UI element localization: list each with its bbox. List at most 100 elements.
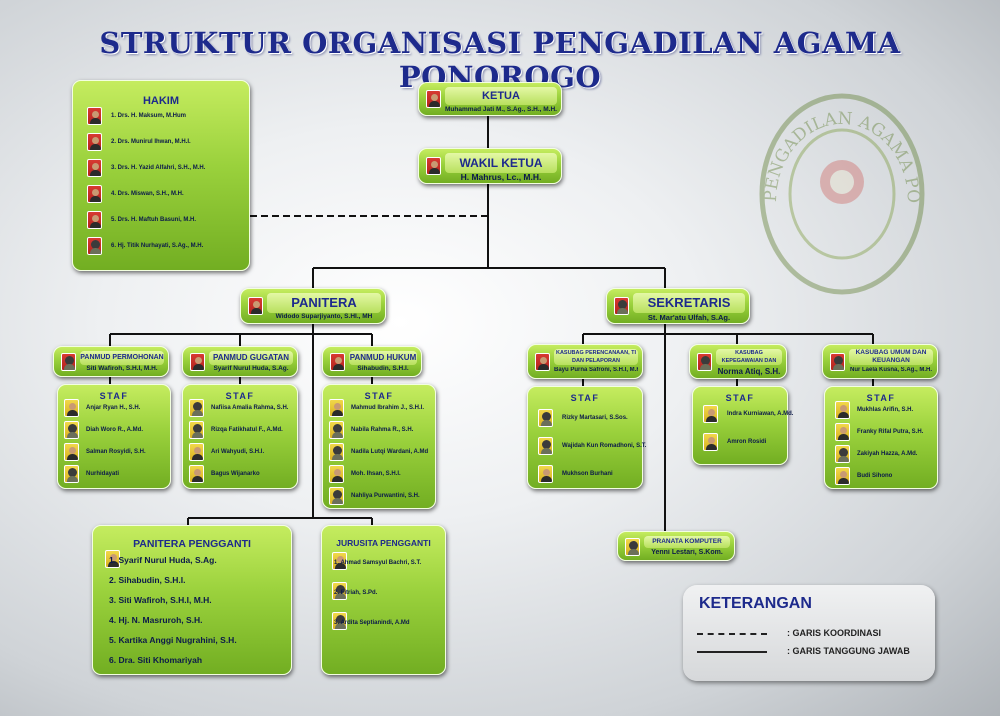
staf-photo (835, 467, 850, 485)
pp-photo (105, 550, 120, 568)
staf-member: Rizqa Fatikhatul F., A.Md. (211, 427, 283, 433)
staf-umum-box: STAF Mukhlas Arifin, S.H. Franky Rifal P… (824, 386, 938, 489)
staf-photo (538, 465, 553, 483)
panmud-title: PANMUD PERMOHONAN (80, 351, 164, 365)
staf-member: Mukhlas Arifin, S.H. (857, 407, 914, 413)
staf-member: Nadila Lutqi Wardani, A.Md (351, 449, 429, 455)
dashed-line-sample (697, 633, 767, 635)
panmud-title: PANMUD HUKUM (349, 351, 417, 365)
panitera-pengganti-title: PANITERA PENGGANTI (133, 538, 251, 550)
kasubag-name: Norma Atiq, S.H. (717, 367, 781, 376)
staf-photo (64, 443, 79, 461)
hakim-photo (87, 107, 102, 125)
staf-member: Mahmud Ibrahim J., S.H.I. (351, 405, 425, 411)
staf-member: Ari Wahyudi, S.H.I. (211, 449, 265, 455)
jurusita-member: 2. Fitriah, S.Pd. (334, 590, 378, 596)
legend-solid: : GARIS TANGGUNG JAWAB (787, 646, 910, 656)
wakil-ketua-box: WAKIL KETUA H. Mahrus, Lc., M.H. (418, 148, 562, 184)
staf-member: Wajidah Kun Romadhoni, S.T. (562, 443, 647, 449)
pranata-photo (625, 538, 640, 556)
pp-member: 4. Hj. N. Masruroh, S.H. (109, 615, 203, 625)
staf-photo (64, 465, 79, 483)
pp-member: 6. Dra. Siti Khomariyah (109, 655, 203, 665)
staf-photo (329, 399, 344, 417)
hakim-member: 4. Drs. Miswan, S.H., M.H. (111, 191, 184, 197)
panmud-permohonan-box: PANMUD PERMOHONAN Siti Wafiroh, S.H.I, M… (53, 346, 169, 377)
seal-logo: PENGADILAN AGAMA PONOROGO (758, 92, 925, 295)
staf-member: Anjar Ryan H., S.H. (86, 405, 141, 411)
kasubag-photo (697, 353, 712, 371)
staf-title: STAF (364, 391, 394, 401)
staf-member: Zakiyah Hazza, A.Md. (857, 451, 918, 457)
wakil-ketua-photo (426, 157, 441, 175)
sekretaris-photo (614, 297, 629, 315)
staf-member: Mukhson Burhani (562, 471, 613, 477)
staf-permohonan-box: STAF Anjar Ryan H., S.H. Diah Woro R., A… (57, 384, 171, 489)
staf-photo (189, 421, 204, 439)
hakim-member: 2. Drs. Munirul Ihwan, M.H.I. (111, 139, 191, 145)
staf-member: Salman Rosyidi, S.H. (86, 449, 146, 455)
kasubag-name: Nur Laela Kusna, S.Ag., M.H. (849, 367, 932, 373)
staf-photo (835, 401, 850, 419)
kasubag-name: Bayu Purna Safroni, S.H.I, M.H. (554, 367, 638, 373)
panmud-hukum-box: PANMUD HUKUM Sihabudin, S.H.I. (322, 346, 422, 377)
staf-member: Nurhidayati (86, 471, 120, 477)
jurusita-member: 1. Ahmad Samsyul Bachri, S.T. (334, 560, 422, 566)
staf-title: STAF (570, 393, 600, 403)
staf-photo (64, 399, 79, 417)
staf-title: STAF (99, 391, 129, 401)
staf-gugatan-box: STAF Nafiisa Amalia Rahma, S.H. Rizqa Fa… (182, 384, 298, 489)
staf-photo (189, 399, 204, 417)
hakim-member: 6. Hj. Titik Nurhayati, S.Ag., M.H. (111, 243, 204, 249)
panmud-name: Syarif Nurul Huda, S.Ag. (213, 365, 289, 372)
staf-member: Moh. Ihsan, S.H.I. (351, 471, 401, 477)
staf-title: STAF (725, 393, 755, 403)
staf-photo (329, 465, 344, 483)
hakim-member: 5. Drs. H. Maftuh Basuni, M.H. (111, 217, 197, 223)
panitera-pengganti-box: PANITERA PENGGANTI 1. Syarif Nurul Huda,… (92, 525, 292, 675)
staf-title: STAF (866, 393, 896, 403)
hakim-member: 3. Drs. H. Yazid Alfahri, S.H., M.H. (111, 165, 206, 171)
wakil-ketua-name: H. Mahrus, Lc., M.H. (460, 172, 542, 182)
wakil-ketua-title: WAKIL KETUA (445, 153, 557, 173)
hakim-photo (87, 133, 102, 151)
staf-photo (835, 445, 850, 463)
kasubag-title: KASUBAG PERENCANAAN, TI DAN PELAPORAN (554, 349, 638, 365)
panmud-title: PANMUD GUGATAN (209, 351, 293, 365)
staf-member: Nafiisa Amalia Rahma, S.H. (211, 405, 289, 411)
staf-hukum-box: STAF Mahmud Ibrahim J., S.H.I. Nabila Ra… (322, 384, 436, 509)
staf-member: Bagus Wijanarko (211, 471, 260, 477)
staf-member: Nabila Rahma R., S.H. (351, 427, 414, 433)
page-title: STRUKTUR ORGANISASI PENGADILAN AGAMA PON… (99, 26, 901, 94)
staf-photo (538, 409, 553, 427)
staf-photo (329, 421, 344, 439)
staf-perencanaan-box: STAF Rizky Martasari, S.Sos. Wajidah Kun… (527, 386, 647, 489)
ketua-box: KETUA Muhammad Jati M., S.Ag., S.H., M.H… (418, 82, 562, 116)
pranata-title: PRANATA KOMPUTER (644, 536, 730, 548)
staf-member: Indra Kurniawan, A.Md. (727, 411, 794, 417)
hakim-photo (87, 159, 102, 177)
staf-photo (64, 421, 79, 439)
staf-photo (703, 405, 718, 423)
jurusita-photo (332, 552, 347, 570)
staf-member: Budi Sihono (857, 473, 893, 479)
sekretaris-title: SEKRETARIS (633, 293, 745, 313)
pp-member: 5. Kartika Anggi Nugrahini, S.H. (109, 635, 237, 645)
kasubag-title: KASUBAG UMUM DAN KEUANGAN (849, 349, 933, 365)
ketua-photo (426, 90, 441, 108)
panmud-name: Sihabudin, S.H.I. (357, 365, 409, 372)
panmud-photo (61, 353, 76, 371)
ketua-name: Muhammad Jati M., S.Ag., S.H., M.H. (445, 106, 557, 113)
jurusita-photo (332, 582, 347, 600)
kasubag-kepegawaian-box: KASUBAG KEPEGAWAIAN DAN ORTALA Norma Ati… (689, 344, 787, 379)
legend: KETERANGAN : GARIS KOORDINASI : GARIS TA… (683, 585, 935, 681)
staf-photo (538, 437, 553, 455)
panmud-gugatan-box: PANMUD GUGATAN Syarif Nurul Huda, S.Ag. (182, 346, 298, 377)
staf-photo (329, 443, 344, 461)
kasubag-umum-box: KASUBAG UMUM DAN KEUANGAN Nur Laela Kusn… (822, 344, 938, 379)
staf-kepegawaian-box: STAF Indra Kurniawan, A.Md. Amron Rosidi (692, 386, 793, 465)
jurusita-photo (332, 612, 347, 630)
kasubag-photo (535, 353, 550, 371)
staf-photo (835, 423, 850, 441)
